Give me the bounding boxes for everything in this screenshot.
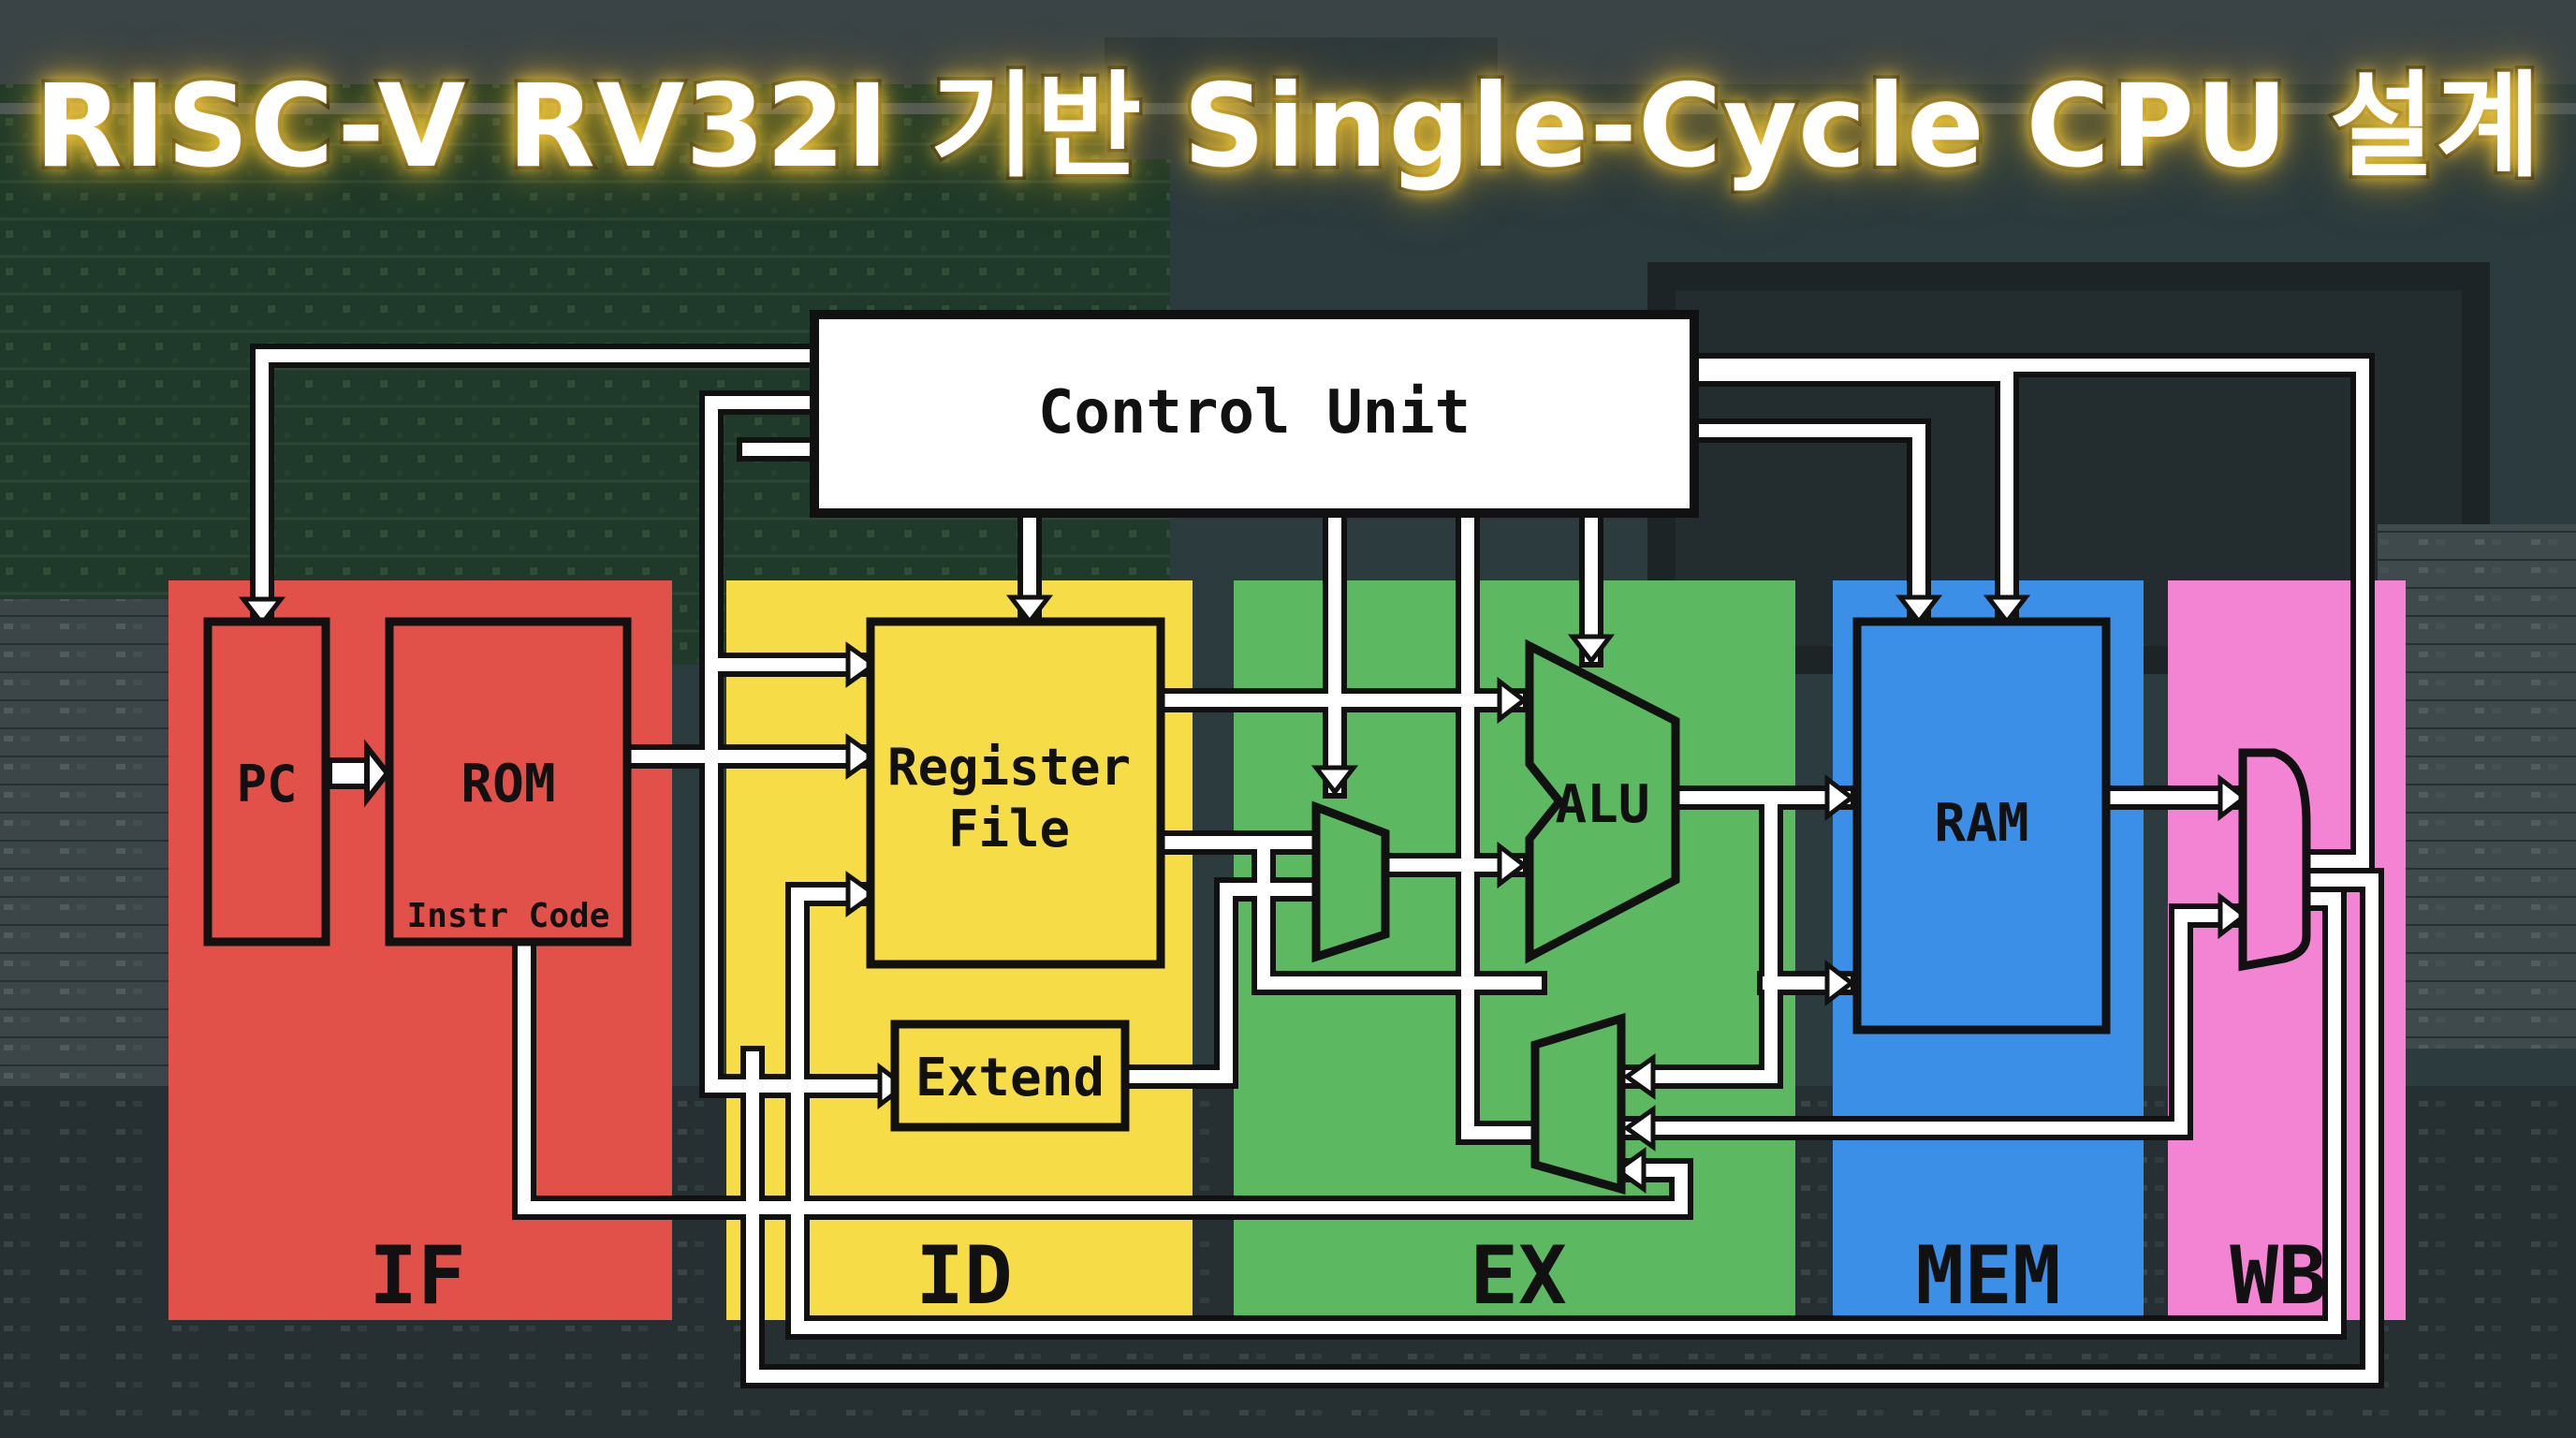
register-file-label-line2: File: [948, 800, 1070, 858]
datapath-wires: [238, 344, 2384, 1388]
writeback-mux: [2238, 748, 2311, 972]
ram-label: RAM: [1934, 793, 2028, 854]
pc-to-rom-arrow: [327, 739, 391, 808]
stage-label-mem: MEM: [1915, 1229, 2060, 1323]
stage-label-wb: WB: [2230, 1229, 2327, 1323]
stage-label-if: IF: [369, 1229, 466, 1323]
extend-block: Extend: [890, 1020, 1130, 1132]
stage-label-ex: EX: [1470, 1229, 1567, 1323]
pc-target-mux: [1530, 1012, 1626, 1195]
pc-block: PC: [203, 617, 330, 946]
page-title: RISC-V RV32I 기반 Single-Cycle CPU 설계: [31, 57, 2544, 197]
pc-label: PC: [236, 755, 297, 814]
control-unit-label: Control Unit: [1038, 378, 1471, 448]
rom-block: ROM Instr Code: [385, 617, 632, 946]
alu-label: ALU: [1555, 774, 1649, 835]
alu-src-mux: [1311, 800, 1390, 963]
rom-label: ROM: [461, 754, 555, 814]
stage-label-id: ID: [915, 1229, 1013, 1323]
control-unit-block: Control Unit: [810, 310, 1699, 518]
alu-block: ALU: [1525, 638, 1680, 964]
extend-label: Extend: [915, 1048, 1105, 1108]
rom-sublabel: Instr Code: [407, 897, 610, 935]
ram-block: RAM: [1852, 617, 2111, 1034]
register-file-label-line1: Register: [887, 738, 1131, 797]
stage-labels: IF ID EX MEM WB: [369, 1229, 2327, 1323]
register-file-block: Register File: [866, 617, 1165, 969]
